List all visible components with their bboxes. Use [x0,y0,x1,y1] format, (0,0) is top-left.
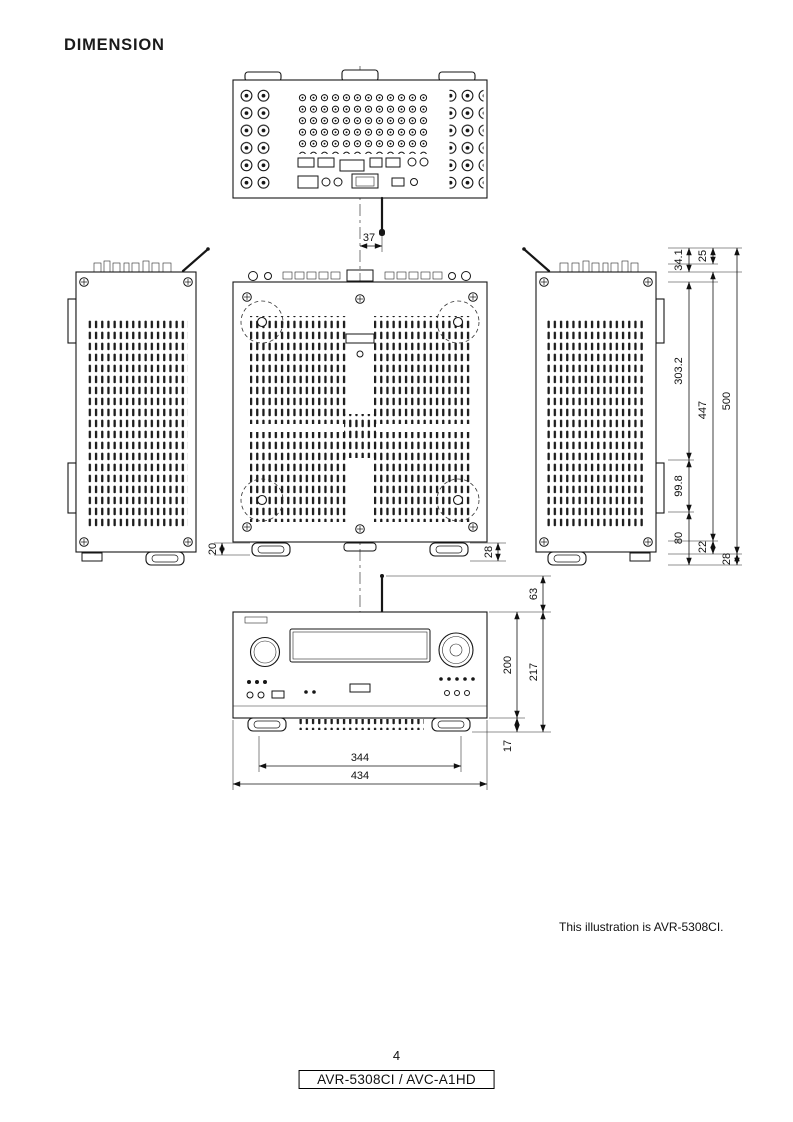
dim-label-28-plan: 28 [483,546,495,558]
front-right-foot [431,717,471,732]
plan-view [232,269,488,557]
front-outline [232,611,488,719]
right-view-foot [547,551,587,566]
display-window [289,628,431,663]
left-side-view [67,247,210,566]
footer-model-box: AVR-5308CI / AVC-A1HD [298,1070,495,1089]
illustration-note: This illustration is AVR-5308CI. [559,920,724,934]
dim-label-500: 500 [721,392,733,410]
ac-inlet [351,173,379,189]
dim-label-20: 20 [207,543,219,555]
dim-label-17: 17 [502,740,514,752]
left-side-vents [88,318,188,528]
plan-vents-upper-right [374,316,470,424]
dim-rear-antenna-offset: 37 [359,232,383,252]
front-left-foot [247,717,287,732]
plan-vents-center [344,414,376,458]
plan-vents-upper-left [250,316,346,424]
dim-label-34-1: 34.1 [673,249,685,270]
dim-label-303-2: 303.2 [673,357,685,385]
rear-left-rca-jacks [236,88,271,192]
left-view-antenna [181,248,209,273]
input-selector-knob [249,636,281,668]
page-number: 4 [392,1048,401,1063]
rear-panel-view [232,69,488,236]
dim-label-37: 37 [363,232,375,244]
left-view-foot [145,551,185,566]
front-bottom-vents [296,719,424,730]
dim-label-25: 25 [697,250,709,262]
footer-model-label: AVR-5308CI / AVC-A1HD [317,1072,476,1087]
dim-label-434: 434 [351,770,369,782]
dim-label-22: 22 [697,541,709,553]
front-panel-view [232,574,488,732]
right-side-view [522,247,665,566]
dim-label-28-depth: 28 [721,553,733,565]
right-view-antenna [523,248,551,273]
dim-label-99-8: 99.8 [673,475,685,496]
dim-label-80: 80 [673,532,685,544]
rear-right-rca-jacks [449,88,484,192]
front-dimensions: 63 200 217 17 344 434 [232,575,551,790]
right-side-vents [544,318,644,528]
dim-label-447: 447 [697,401,709,419]
dim-label-63: 63 [528,588,540,600]
rear-center-jacks [296,90,428,154]
dim-label-200: 200 [502,656,514,674]
brand-logo [244,616,268,624]
dim-label-217: 217 [528,663,540,681]
volume-knob [438,632,474,668]
plan-vents-lower-left [250,432,346,522]
dimension-drawing: 37 [67,66,742,790]
page-title: DIMENSION [64,36,165,54]
dim-label-344: 344 [351,752,369,764]
plan-vents-lower-right [374,432,470,522]
right-dimension-stack: 34.1 25 303.2 99.8 80 447 22 500 28 [668,247,742,566]
plan-foot-dimensions: 20 28 [207,542,506,562]
